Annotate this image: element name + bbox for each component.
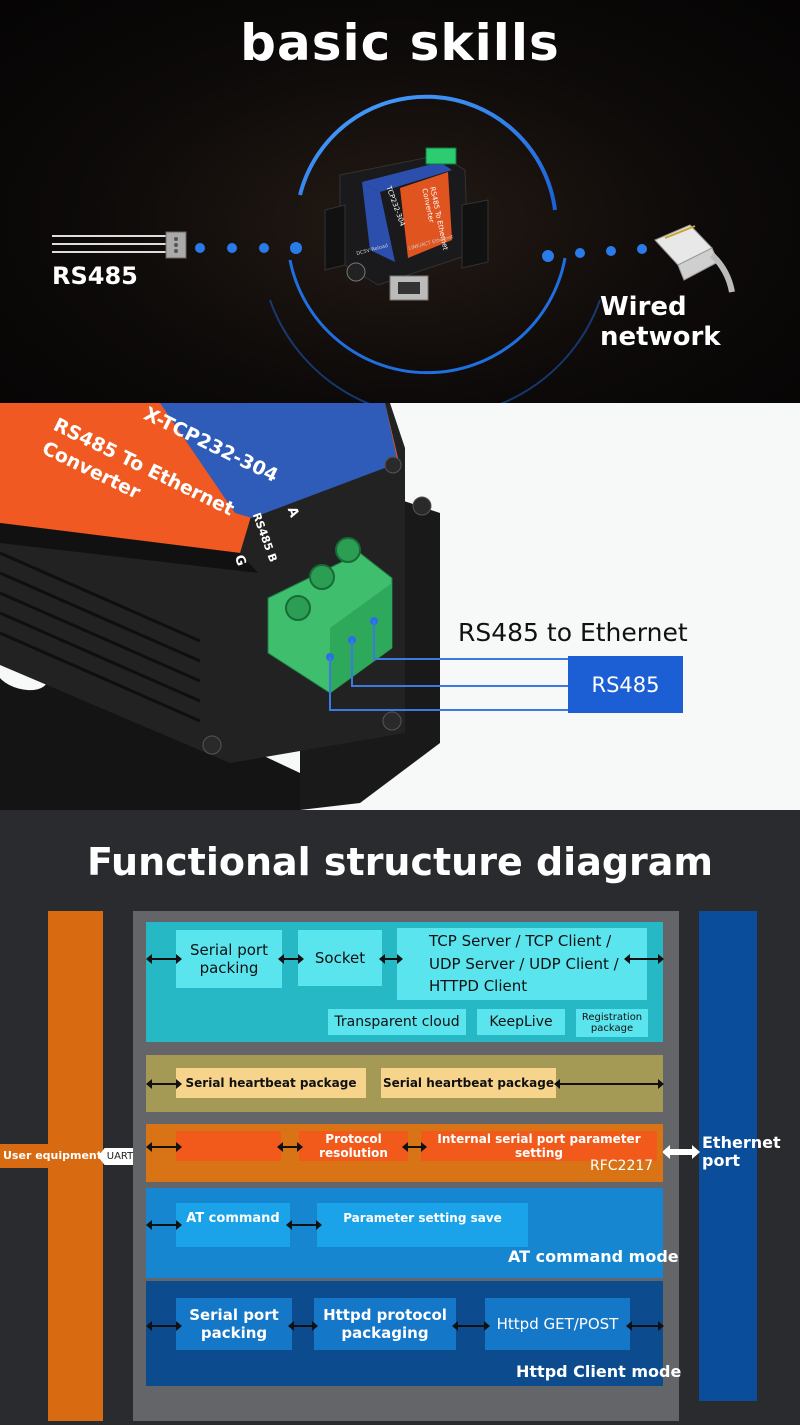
ethernet-double-arrow: [662, 1145, 700, 1159]
converter-device-icon: [324, 147, 489, 301]
at-command-mode-label: AT command mode: [508, 1247, 679, 1266]
uart-block: [176, 1131, 281, 1161]
protocols-box: TCP Server / TCP Client / UDP Server / U…: [397, 928, 647, 1000]
basic-skills-section: basic skills: [0, 0, 800, 403]
arrow-b1-4: [624, 954, 664, 964]
socket-box: Socket: [298, 930, 382, 986]
arrow-b5-1: [146, 1321, 182, 1331]
httpd-serial-packing-box: Serial port packing: [176, 1298, 292, 1350]
httpd-get-post-box: Httpd GET/POST: [485, 1298, 630, 1350]
ring-arc-top: [298, 94, 557, 211]
registration-package-box: Registration package: [576, 1009, 648, 1037]
heartbeat-box-1: Serial heartbeat package: [176, 1068, 366, 1098]
signal-wires: [329, 621, 568, 711]
at-command-box: AT command: [176, 1203, 290, 1247]
arrow-b1-2: [278, 954, 304, 964]
device-closeup-illustration: [0, 403, 683, 810]
ethernet-port-label: Ethernet port: [702, 1133, 781, 1170]
connection-illustration: [52, 94, 735, 403]
arrow-b2-2: [554, 1079, 664, 1089]
protocol-resolution-box: Protocol resolution: [299, 1131, 408, 1161]
arrow-b2-1: [146, 1079, 182, 1089]
internal-serial-setting-box: Internal serial port parameter setting: [421, 1131, 657, 1161]
heartbeat-box-2: Serial heartbeat package: [381, 1068, 556, 1098]
rs485-to-ethernet-heading: RS485 to Ethernet: [458, 618, 688, 647]
arrow-b5-4: [626, 1321, 664, 1331]
arrow-b1-3: [379, 954, 403, 964]
ethernet-plug-icon: [654, 224, 735, 293]
arrow-b1-1: [146, 954, 182, 964]
arrow-b4-2: [286, 1220, 322, 1230]
rs485-box: RS485: [591, 672, 660, 697]
section-title: Functional structure diagram: [86, 840, 714, 884]
serial-port-packing-box: Serial port packing: [176, 930, 282, 988]
rs485-cable-icon: [52, 231, 187, 259]
parameter-save-box: Parameter setting save: [317, 1203, 528, 1247]
keeplive-box: KeepLive: [477, 1009, 565, 1035]
connection-dots-right: [542, 244, 647, 262]
arrow-b3-1: [146, 1142, 182, 1152]
wired-network-label: Wired network: [600, 292, 721, 352]
terminal-block-icon: [267, 537, 393, 694]
arrow-b4-1: [146, 1220, 182, 1230]
rs485-label: RS485: [52, 262, 138, 290]
httpd-client-mode-label: Httpd Client mode: [516, 1362, 682, 1381]
rfc2217-label: RFC2217: [590, 1158, 654, 1174]
rs485-box-bg: [568, 656, 683, 713]
uart-connector: UART: [98, 1148, 142, 1165]
httpd-protocol-packaging-box: Httpd protocol packaging: [314, 1298, 456, 1350]
arrow-b5-2: [288, 1321, 318, 1331]
section-title: basic skills: [240, 14, 560, 72]
ring-outer-bottom: [269, 299, 601, 403]
ring-arc-bottom: [288, 257, 567, 375]
arrow-b5-3: [452, 1321, 490, 1331]
ethernet-bar: [699, 911, 757, 1401]
transparent-cloud-box: Transparent cloud: [328, 1009, 466, 1035]
arrow-b3-2: [277, 1142, 303, 1152]
user-equipment-label: User equipment: [0, 1144, 102, 1168]
connection-dots-left: [195, 242, 302, 254]
functional-structure-section: Functional structure diagram User equipm…: [0, 810, 800, 1425]
rs485-to-ethernet-section: RS485 To Ethernet Converter X-TCP232-304…: [0, 403, 800, 810]
arrow-b3-3: [402, 1142, 427, 1152]
